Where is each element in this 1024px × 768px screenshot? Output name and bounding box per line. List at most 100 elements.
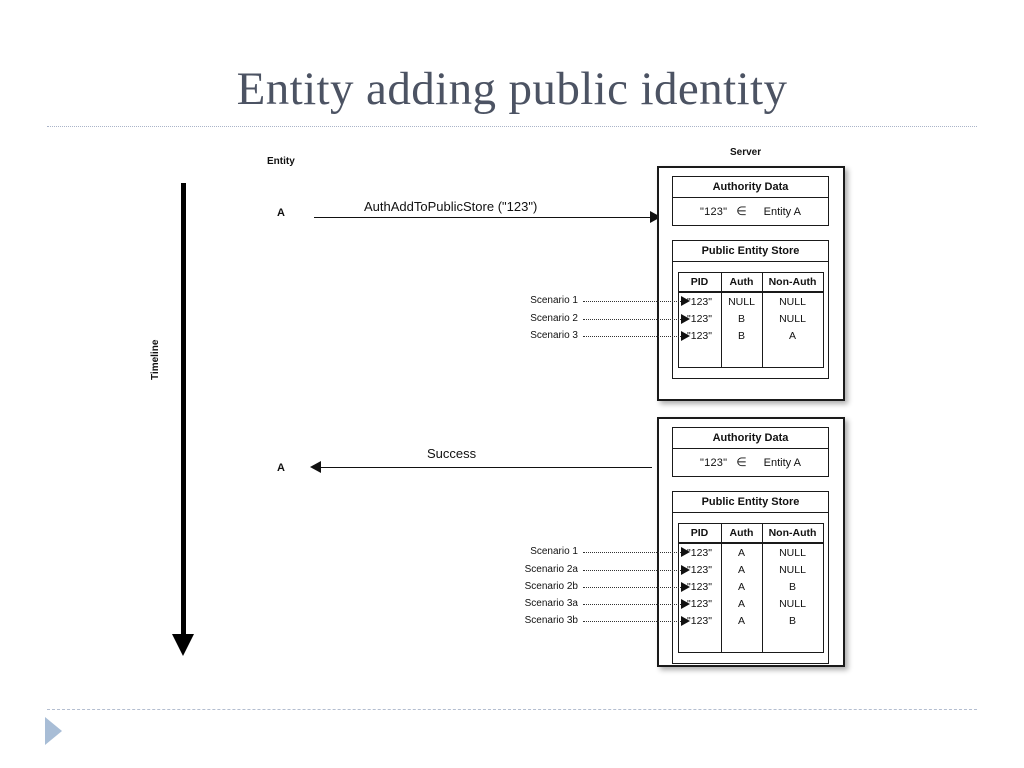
cell-empty — [677, 629, 722, 653]
authority-data-value: "123" ∈ Entity A — [673, 198, 828, 225]
timeline-label: Timeline — [150, 339, 161, 380]
cell-empty — [761, 629, 824, 653]
request-arrow-head-icon — [650, 211, 661, 223]
cell-empty — [720, 629, 763, 653]
scenario-arrow-head-icon — [681, 296, 690, 306]
public-entity-store-title: Public Entity Store — [673, 241, 828, 262]
cell-auth: A — [720, 543, 763, 562]
scenario-leader-line — [583, 319, 681, 320]
response-message-label: Success — [427, 446, 477, 461]
cell-non-auth: A — [761, 327, 824, 345]
cell-empty — [720, 344, 763, 368]
entity-column-label: Entity — [267, 156, 295, 167]
authority-data-title: Authority Data — [673, 177, 828, 198]
page-title: Entity adding public identity — [236, 63, 788, 115]
footer-divider — [47, 709, 977, 710]
column-header-auth: Auth — [720, 523, 763, 545]
cell-auth: B — [720, 327, 763, 345]
cell-non-auth: B — [761, 578, 824, 596]
timeline-arrow-head-icon — [172, 634, 194, 656]
scenario-arrow-head-icon — [681, 582, 690, 592]
cell-non-auth: NULL — [761, 561, 824, 579]
response-arrow-shaft — [318, 467, 652, 468]
public-entity-store-title: Public Entity Store — [673, 492, 828, 513]
request-arrow-shaft — [314, 217, 652, 218]
server-state-box-before: Authority Data "123" ∈ Entity A Public Ent… — [657, 166, 845, 401]
authority-data-title: Authority Data — [673, 428, 828, 449]
scenario-leader-line — [583, 604, 681, 605]
cell-non-auth: NULL — [761, 595, 824, 613]
scenario-arrow-head-icon — [681, 314, 690, 324]
actor-label-bottom: A — [277, 462, 285, 474]
table-spacer-row — [677, 629, 824, 653]
scenario-label: Scenario 2a — [524, 564, 578, 575]
scenario-label: Scenario 2 — [530, 313, 578, 324]
title-divider — [47, 126, 977, 127]
scenario-arrow-head-icon — [681, 547, 690, 557]
scenario-leader-line — [583, 336, 681, 337]
authority-entity: Entity A — [763, 206, 801, 218]
response-arrow-head-icon — [310, 461, 321, 473]
scenario-arrow-head-icon — [681, 616, 690, 626]
column-header-non-auth: Non-Auth — [761, 272, 824, 294]
scenario-label: Scenario 1 — [530, 295, 578, 306]
scenario-label: Scenario 3a — [524, 598, 578, 609]
element-of-icon: ∈ — [736, 204, 747, 218]
scenario-leader-line — [583, 621, 681, 622]
scenario-arrow-head-icon — [681, 599, 690, 609]
element-of-icon: ∈ — [736, 455, 747, 469]
public-entity-store-panel-after: Public Entity Store PID Auth Non-Auth "1… — [672, 491, 829, 665]
public-entity-store-panel-before: Public Entity Store PID Auth Non-Auth "1… — [672, 240, 829, 380]
authority-entity: Entity A — [763, 457, 801, 469]
cell-empty — [677, 344, 722, 368]
column-header-pid: PID — [677, 272, 722, 294]
server-state-box-after: Authority Data "123" ∈ Entity A Public Ent… — [657, 417, 845, 667]
authority-pid: "123" — [700, 457, 728, 469]
authority-pid: "123" — [700, 206, 728, 218]
scenario-leader-line — [583, 587, 681, 588]
scenario-label: Scenario 3b — [524, 615, 578, 626]
cell-auth: A — [720, 612, 763, 630]
cell-auth: A — [720, 561, 763, 579]
authority-data-value: "123" ∈ Entity A — [673, 449, 828, 476]
cell-non-auth: B — [761, 612, 824, 630]
timeline-arrow-shaft — [181, 183, 186, 640]
cell-non-auth: NULL — [761, 543, 824, 562]
cell-non-auth: NULL — [761, 310, 824, 328]
table-header-row: PID Auth Non-Auth — [677, 272, 824, 294]
cell-auth: A — [720, 578, 763, 596]
cell-auth: B — [720, 310, 763, 328]
scenario-leader-line — [583, 301, 681, 302]
column-header-auth: Auth — [720, 272, 763, 294]
cell-auth: NULL — [720, 292, 763, 311]
scenario-leader-line — [583, 570, 681, 571]
request-message-label: AuthAddToPublicStore ("123") — [364, 199, 538, 214]
scenario-arrow-head-icon — [681, 331, 690, 341]
table-header-row: PID Auth Non-Auth — [677, 523, 824, 545]
column-header-non-auth: Non-Auth — [761, 523, 824, 545]
scenario-label: Scenario 3 — [530, 330, 578, 341]
cell-empty — [761, 344, 824, 368]
cell-non-auth: NULL — [761, 292, 824, 311]
authority-data-panel-before: Authority Data "123" ∈ Entity A — [672, 176, 829, 226]
server-column-label: Server — [730, 147, 762, 158]
column-header-pid: PID — [677, 523, 722, 545]
scenario-label: Scenario 1 — [530, 546, 578, 557]
table-spacer-row — [677, 344, 824, 368]
scenario-label: Scenario 2b — [524, 581, 578, 592]
next-slide-triangle-icon[interactable] — [45, 717, 62, 745]
authority-data-panel-after: Authority Data "123" ∈ Entity A — [672, 427, 829, 477]
scenario-leader-line — [583, 552, 681, 553]
actor-label-top: A — [277, 207, 285, 219]
scenario-arrow-head-icon — [681, 565, 690, 575]
